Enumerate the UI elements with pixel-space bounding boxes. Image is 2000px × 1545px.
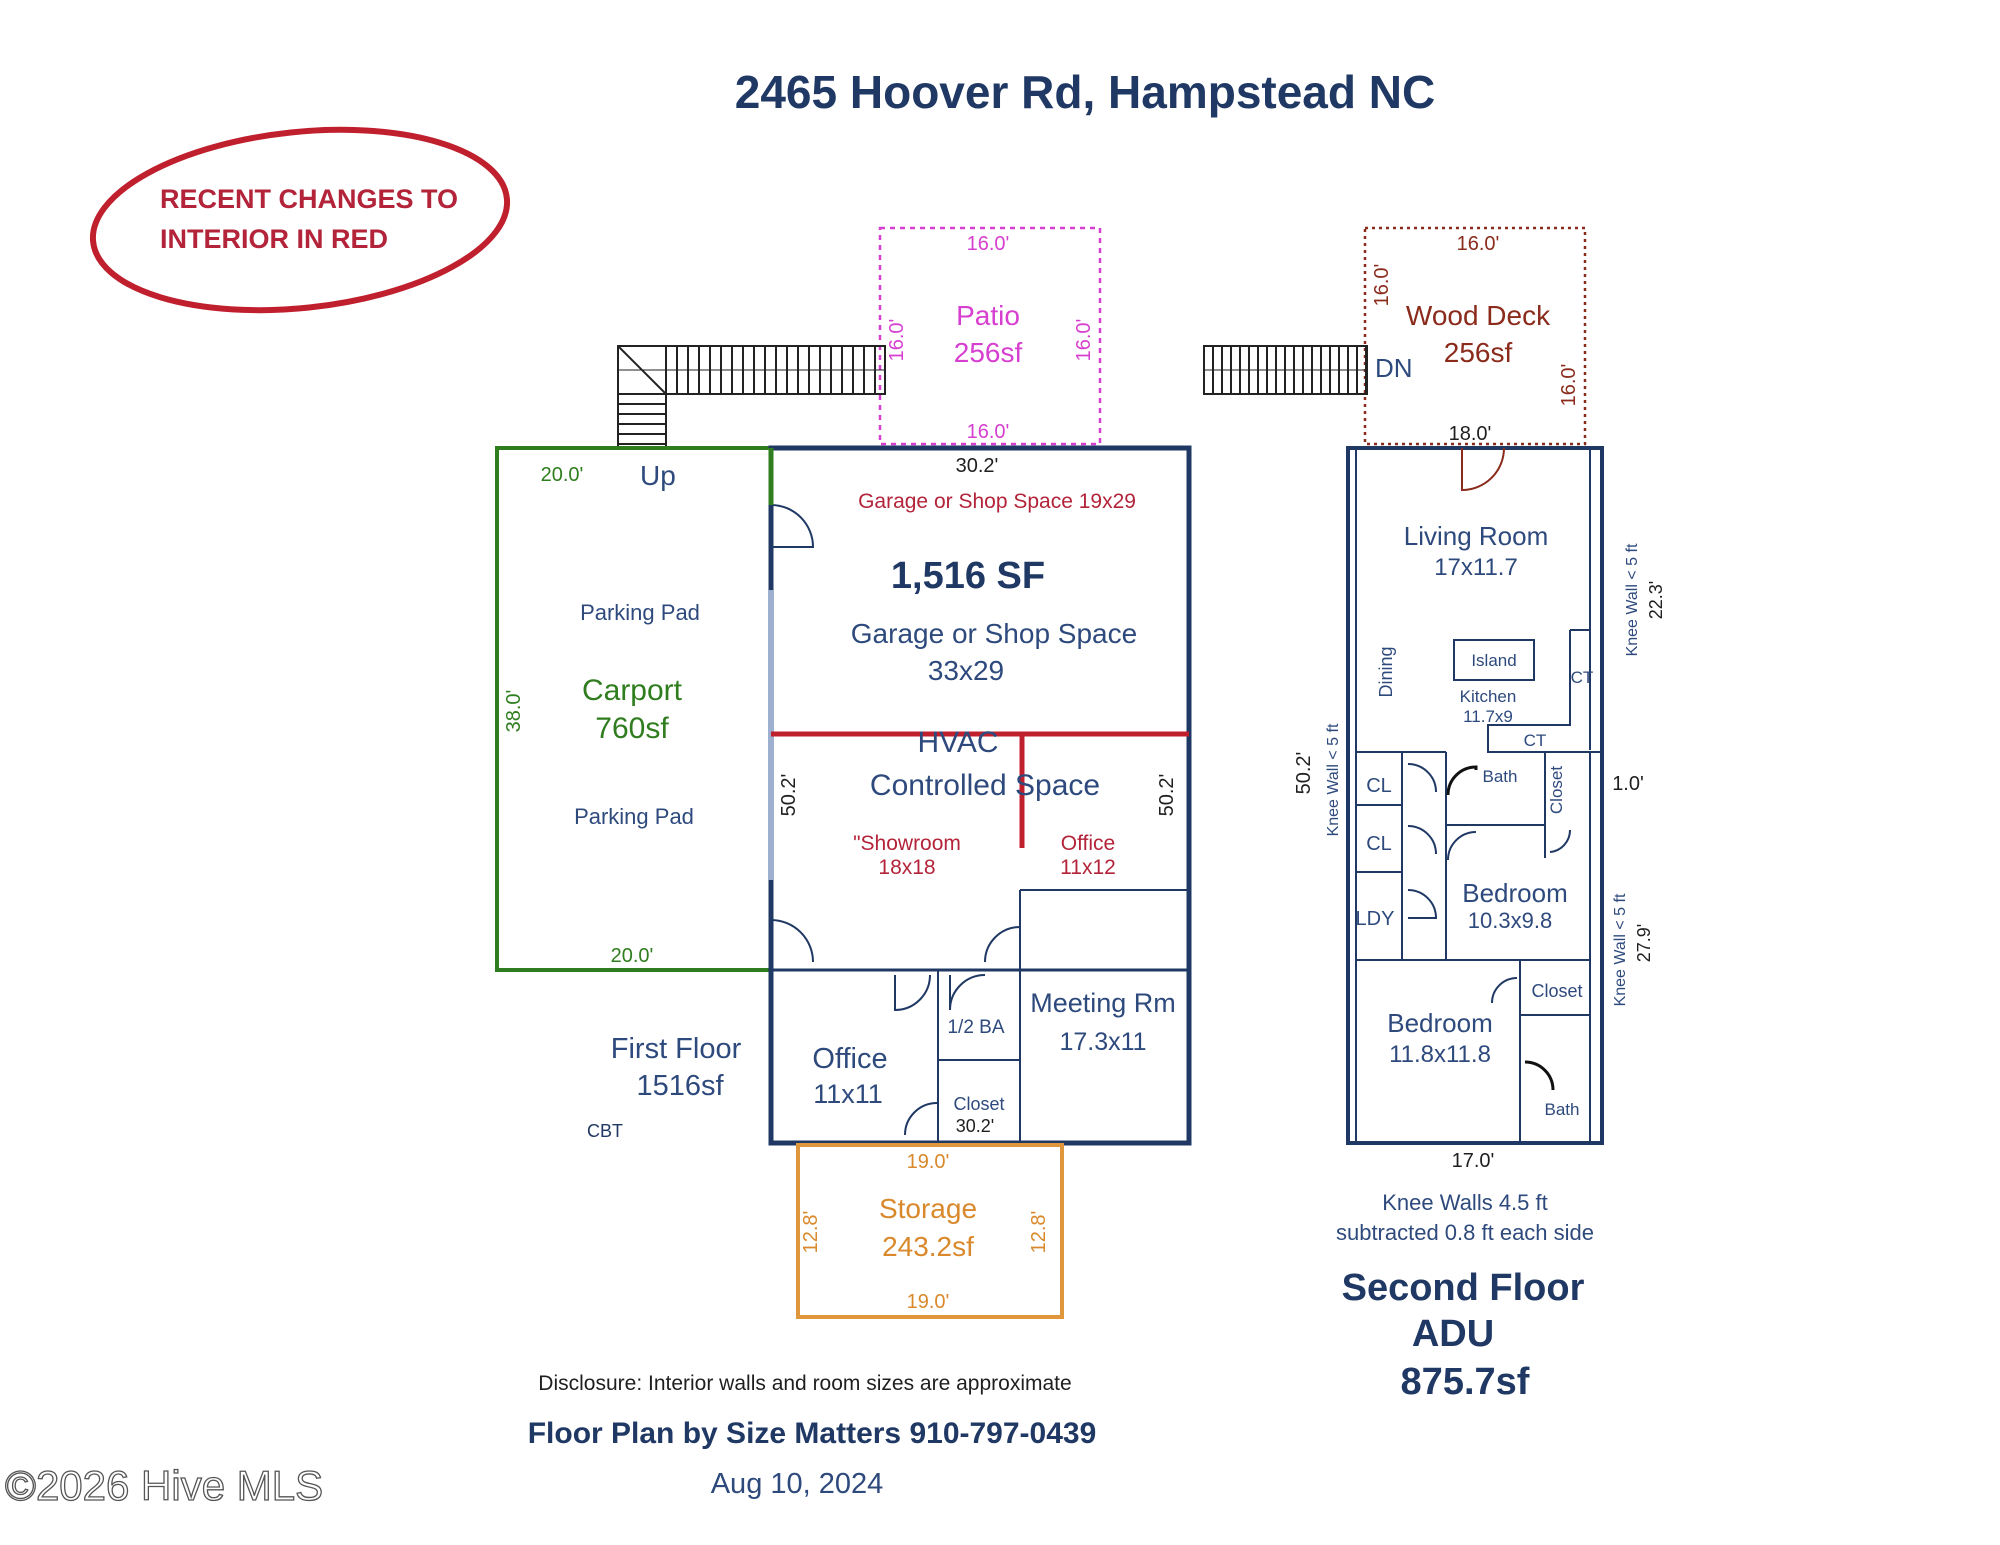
carport-dim-top: 20.0' bbox=[541, 464, 584, 486]
kitchen-size: 11.7x9 bbox=[1463, 707, 1513, 726]
second-floor-building bbox=[1346, 446, 1604, 1145]
carport: 20.0' 20.0' 38.0' Carport 760sf Parking … bbox=[495, 446, 773, 972]
kitchen-name: Kitchen bbox=[1460, 687, 1517, 706]
living-size: 17x11.7 bbox=[1434, 554, 1518, 581]
ct-label-bottom: CT bbox=[1524, 731, 1547, 750]
second-floor-stairs: DN bbox=[1203, 345, 1413, 395]
ldy-label: LDY bbox=[1356, 908, 1395, 930]
ff-width-bottom: 30.2' bbox=[956, 1116, 994, 1136]
patio-dim-right: 16.0' bbox=[1073, 319, 1095, 362]
patio-name: Patio bbox=[956, 300, 1020, 331]
first-floor-stairs: Up bbox=[617, 345, 886, 491]
knee-note-line2: subtracted 0.8 ft each side bbox=[1336, 1220, 1594, 1245]
bedroom1-name: Bedroom bbox=[1462, 878, 1568, 908]
notice-line1: RECENT CHANGES TO bbox=[160, 184, 458, 214]
deck-dim-top: 16.0' bbox=[1457, 233, 1500, 255]
garage-name: Garage or Shop Space bbox=[851, 618, 1137, 649]
closet1-label: Closet bbox=[1547, 766, 1566, 814]
red-interior-changes bbox=[768, 448, 1189, 848]
recent-changes-notice: RECENT CHANGES TO INTERIOR IN RED bbox=[89, 126, 511, 314]
meeting-name: Meeting Rm bbox=[1030, 988, 1176, 1018]
patio-dim-top: 16.0' bbox=[967, 233, 1010, 255]
storage-dim-left: 12.8' bbox=[800, 1211, 822, 1254]
storage-dim-bottom: 19.0' bbox=[907, 1291, 950, 1313]
bath1-label: Bath bbox=[1483, 767, 1518, 786]
parking-pad-lower: Parking Pad bbox=[574, 804, 694, 829]
deck-area: 256sf bbox=[1444, 337, 1513, 368]
knee-wall-left: Knee Wall < 5 ft bbox=[1325, 723, 1342, 836]
carport-area: 760sf bbox=[595, 712, 669, 745]
office-name: Office bbox=[812, 1043, 887, 1075]
credit: Floor Plan by Size Matters 910-797-0439 bbox=[528, 1417, 1097, 1450]
second-floor-label-2: ADU bbox=[1412, 1313, 1494, 1355]
first-floor-label: First Floor bbox=[611, 1033, 742, 1065]
cl1-label: CL bbox=[1366, 775, 1392, 797]
island-label: Island bbox=[1471, 651, 1516, 670]
ff-width-top: 30.2' bbox=[956, 455, 999, 477]
deck-dim-left: 16.0' bbox=[1371, 264, 1393, 307]
ff-closet-label: Closet bbox=[953, 1094, 1004, 1114]
patio-area: 256sf bbox=[954, 337, 1023, 368]
knee-note-line1: Knee Walls 4.5 ft bbox=[1382, 1190, 1547, 1215]
second-floor-label-1: Second Floor bbox=[1342, 1267, 1585, 1309]
carport-name: Carport bbox=[582, 674, 683, 707]
showroom-size: 18x18 bbox=[878, 856, 935, 879]
initials: CBT bbox=[587, 1121, 623, 1141]
sf-dim-right-upper: 22.3' bbox=[1646, 581, 1666, 619]
garage-red-label: Garage or Shop Space 19x29 bbox=[858, 490, 1136, 513]
bedroom2-size: 11.8x11.8 bbox=[1389, 1041, 1491, 1068]
meeting-size: 17.3x11 bbox=[1059, 1028, 1146, 1056]
garage-size: 33x29 bbox=[928, 655, 1004, 686]
ff-depth-right: 50.2' bbox=[1156, 774, 1178, 817]
patio-dim-bottom: 16.0' bbox=[967, 421, 1010, 443]
hvac-line1: HVAC bbox=[917, 726, 998, 759]
total-sf: 1,516 SF bbox=[891, 555, 1045, 597]
deck-dim-right: 16.0' bbox=[1558, 364, 1580, 407]
closet2-label: Closet bbox=[1531, 981, 1582, 1001]
cl2-label: CL bbox=[1366, 833, 1392, 855]
stairs-dn-label: DN bbox=[1375, 353, 1413, 383]
office-size: 11x11 bbox=[813, 1079, 883, 1109]
bedroom1-size: 10.3x9.8 bbox=[1468, 908, 1552, 933]
notice-line2: INTERIOR IN RED bbox=[160, 224, 388, 254]
watermark: ©2026 Hive MLS bbox=[5, 1462, 323, 1509]
storage-dim-top: 19.0' bbox=[907, 1151, 950, 1173]
deck-name: Wood Deck bbox=[1406, 300, 1551, 331]
storage-name: Storage bbox=[879, 1193, 977, 1224]
first-floor-area: 1516sf bbox=[636, 1070, 724, 1102]
bath2-label: Bath bbox=[1545, 1100, 1580, 1119]
hvac-line2: Controlled Space bbox=[870, 769, 1100, 802]
half-bath-label: 1/2 BA bbox=[947, 1017, 1004, 1038]
storage-dim-right: 12.8' bbox=[1028, 1211, 1050, 1254]
office-red-size: 11x12 bbox=[1060, 856, 1116, 879]
carport-dim-left: 38.0' bbox=[503, 690, 525, 733]
sf-depth-left: 50.2' bbox=[1293, 752, 1315, 795]
patio: Patio 256sf 16.0' 16.0' 16.0' 16.0' bbox=[878, 226, 1102, 446]
wood-deck: 16.0' 16.0' 16.0' Wood Deck 256sf bbox=[1363, 226, 1587, 446]
office-red-name: Office bbox=[1061, 832, 1115, 855]
knee-wall-right-lower: Knee Wall < 5 ft bbox=[1612, 893, 1629, 1006]
storage-area: 243.2sf bbox=[882, 1231, 974, 1262]
parking-pad-upper: Parking Pad bbox=[580, 600, 700, 625]
living-name: Living Room bbox=[1404, 521, 1549, 551]
carport-dim-bottom: 20.0' bbox=[611, 945, 654, 967]
stairs-up-label: Up bbox=[640, 460, 676, 491]
showroom-name: "Showroom bbox=[853, 832, 961, 855]
bedroom2-name: Bedroom bbox=[1387, 1008, 1493, 1038]
disclosure: Disclosure: Interior walls and room size… bbox=[538, 1372, 1071, 1395]
page-title: 2465 Hoover Rd, Hampstead NC bbox=[735, 66, 1435, 118]
knee-wall-right-upper: Knee Wall < 5 ft bbox=[1624, 543, 1641, 656]
sf-width-top: 18.0' bbox=[1449, 423, 1492, 445]
patio-dim-left: 16.0' bbox=[886, 319, 908, 362]
ff-depth-left: 50.2' bbox=[778, 774, 800, 817]
sf-dim-right-lower: 27.9' bbox=[1634, 924, 1654, 962]
dining-label: Dining bbox=[1376, 646, 1396, 697]
ct-label-right: CT bbox=[1571, 668, 1594, 687]
sf-width-bottom: 17.0' bbox=[1452, 1150, 1495, 1172]
storage: 19.0' 19.0' 12.8' 12.8' Storage 243.2sf bbox=[796, 1143, 1064, 1319]
sf-offset-dim: 1.0' bbox=[1612, 773, 1644, 795]
plan-date: Aug 10, 2024 bbox=[711, 1468, 884, 1500]
second-floor-label-3: 875.7sf bbox=[1401, 1361, 1530, 1403]
